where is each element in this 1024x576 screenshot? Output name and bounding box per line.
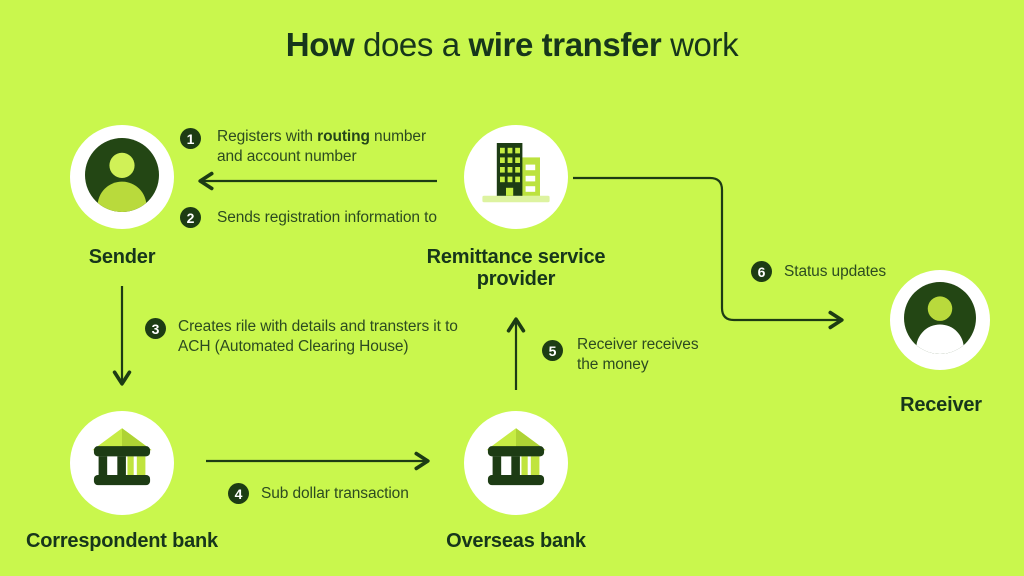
arrow-remittance-to-receiver [573,176,844,330]
title-normal-1: does a [354,26,469,63]
step-badge-6: 6 [751,261,772,282]
step-text-2: Sends registration information to [217,209,437,226]
title-bold-wire-transfer: wire transfer [468,26,662,63]
person-icon [85,137,159,217]
label-correspondent-bank: Correspondent bank [26,530,218,552]
building-icon [476,135,556,220]
step-number: 4 [234,485,243,502]
bank-icon [83,422,161,505]
step-number: 5 [548,342,557,359]
step-number: 1 [186,130,195,147]
label-receiver: Receiver [900,394,982,416]
title-bold-how: How [285,26,355,63]
step1-post: number and account number [217,128,427,165]
page-title: How does a wire transfer work [0,26,1024,64]
label-sender: Sender [88,246,156,268]
step-badge-5: 5 [542,340,563,361]
step-text-5: Receiver receives the money [577,336,699,373]
label-overseas-bank: Overseas bank [446,530,586,552]
title-normal-2: work [661,26,739,63]
node-correspondent-bank [70,411,174,515]
node-remittance [464,125,568,229]
step1-pre: Registers with [217,128,318,145]
step-text-1: Registers with routing number and accoun… [217,127,451,167]
step-number: 6 [757,263,766,280]
label-remittance: Remittance service provider [426,246,606,290]
step-badge-1: 1 [180,128,201,149]
step-badge-3: 3 [145,318,166,339]
step-number: 2 [186,209,195,226]
bank-icon [477,422,555,505]
node-receiver [890,270,990,370]
step-badge-2: 2 [180,207,201,228]
node-overseas-bank [464,411,568,515]
step1-bold-routing: routing [317,128,370,145]
step-number: 3 [151,320,160,337]
step-badge-4: 4 [228,483,249,504]
step-text-6: Status updates [784,263,887,280]
step-text-3: Creates rile with details and transters … [178,318,458,355]
person-icon [904,281,976,359]
step-text-4: Sub dollar transaction [261,485,409,502]
node-sender [70,125,174,229]
